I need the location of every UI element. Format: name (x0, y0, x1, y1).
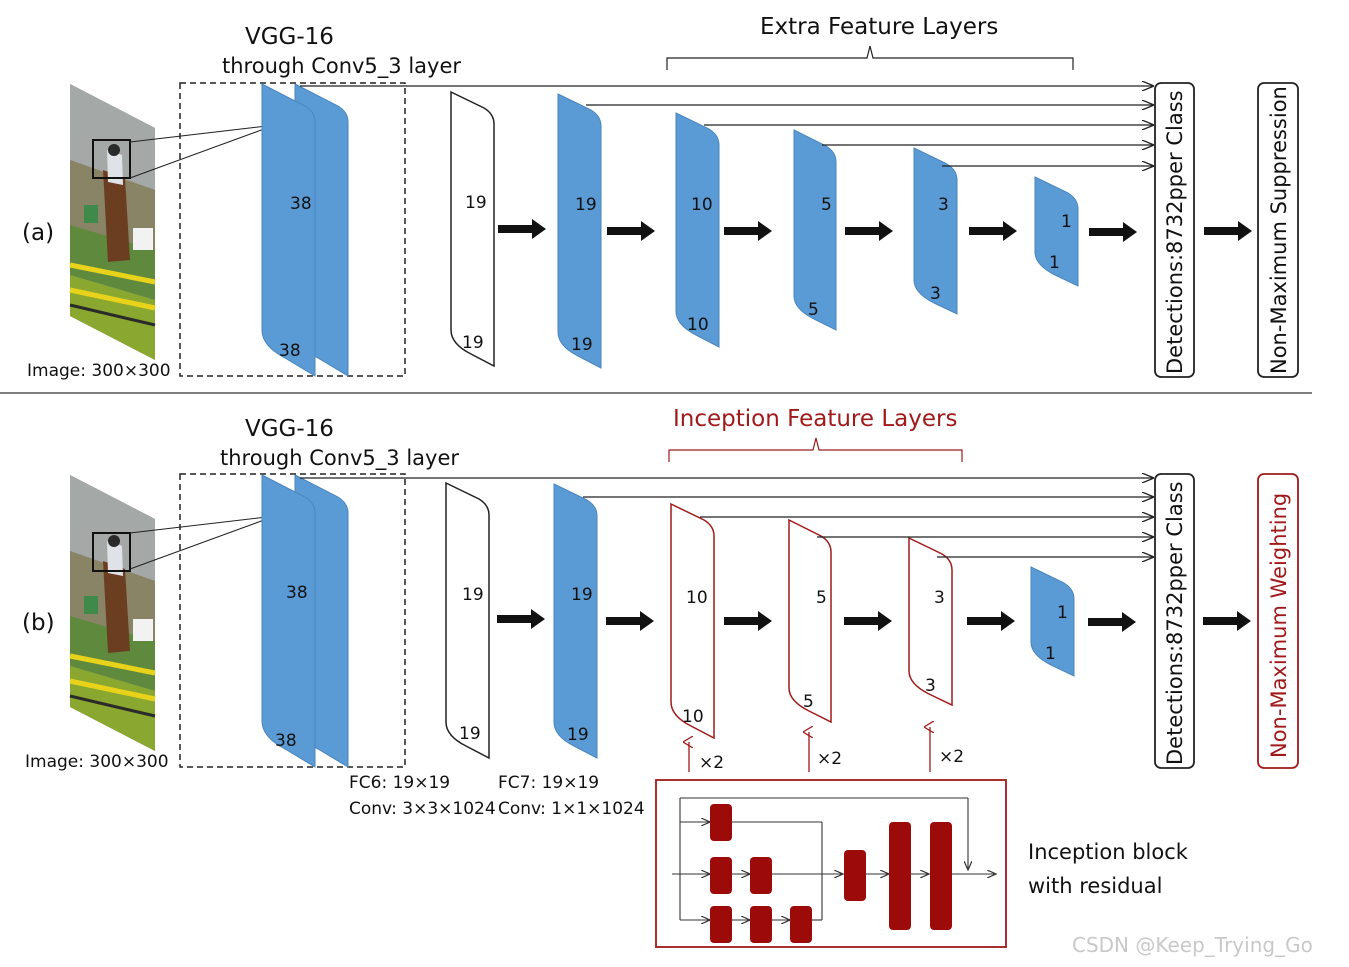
fc7-layer-b (553, 483, 598, 759)
inception-block-diagram (655, 779, 1007, 948)
extra-layer-3-a (913, 147, 958, 315)
inception-layers-title-b: Inception Feature Layers (673, 406, 957, 432)
nmw-box-b (1257, 473, 1299, 769)
inception-block-frame (655, 779, 1007, 948)
vgg-feature-map-b (261, 474, 316, 768)
vgg-subtitle-a: through Conv5_3 layer (222, 54, 461, 79)
nms-label-a: Non-Maximum Suppression (1267, 86, 1291, 374)
flow-arrows-a (498, 219, 1252, 242)
repeat-arrows-b (689, 727, 930, 772)
repeat-label-3-b: ×2 (939, 747, 964, 767)
extra-layer-1-bottom-b: 1 (1045, 644, 1056, 664)
inception-layer-3-top-b: 3 (934, 588, 945, 608)
repeat-label-2-b: ×2 (817, 749, 842, 769)
vgg-size-top-a: 38 (290, 194, 312, 214)
conv-block-3x3-b (750, 857, 772, 894)
fc7-layer-a (557, 93, 602, 369)
fc7-size-top-a: 19 (575, 195, 597, 215)
inception-caption-1: Inception block (1028, 840, 1189, 864)
detection-links-b (300, 478, 1153, 557)
extra-layer-1-b (1030, 566, 1075, 677)
fc6-size-top-b: 19 (462, 585, 484, 605)
inception-layer-10-b (670, 502, 715, 740)
inception-layer-5-top-b: 5 (816, 588, 827, 608)
extra-layer-10-a (675, 112, 720, 348)
extra-layers-bracket-a (666, 45, 1074, 70)
repeat-label-1-b: ×2 (699, 753, 724, 773)
conv-block-3x3-c1 (750, 906, 772, 943)
concat-block (844, 850, 866, 901)
extra-layer-5-bottom-a: 5 (808, 300, 819, 320)
fc7-caption-2-b: Conv: 1×1×1024 (498, 799, 645, 819)
fc6-size-top-a: 19 (465, 193, 487, 213)
detections-box-a (1154, 82, 1195, 378)
conv-block-tall-2 (930, 822, 952, 930)
extra-layer-1-a (1034, 176, 1079, 287)
conv-block-1x1-c (710, 906, 732, 943)
conv-block-3x3-c2 (790, 906, 812, 943)
extra-layer-5-top-a: 5 (821, 195, 832, 215)
flow-arrows-b (497, 609, 1251, 632)
extra-layers-title-a: Extra Feature Layers (760, 14, 998, 40)
conv-block-tall-1 (889, 822, 911, 930)
conv-block-1x1-b (710, 857, 732, 894)
vgg-feature-map-a (261, 83, 316, 377)
inception-layer-5-bottom-b: 5 (803, 692, 814, 712)
inception-layer-10-bottom-b: 10 (682, 707, 704, 727)
detection-links-a (300, 86, 1153, 166)
fc6-caption-2-b: Conv: 3×3×1024 (349, 799, 496, 819)
image-size-label-b: Image: 300×300 (25, 752, 169, 772)
nms-box-a (1257, 82, 1299, 378)
vgg-size-bottom-a: 38 (279, 341, 301, 361)
extra-layer-5-a (793, 129, 837, 331)
watermark: CSDN @Keep_Trying_Go (1072, 933, 1313, 957)
fc7-size-top-b: 19 (571, 585, 593, 605)
vgg-size-bottom-b: 38 (275, 731, 297, 751)
input-image-b (69, 475, 156, 751)
fc7-size-bottom-b: 19 (567, 725, 589, 745)
inception-layer-5-b (788, 518, 832, 724)
nmw-label-b: Non-Maximum Weighting (1267, 493, 1291, 758)
input-image-a (69, 84, 156, 360)
fc6-size-bottom-b: 19 (459, 724, 481, 744)
fc7-size-bottom-a: 19 (571, 335, 593, 355)
inception-caption-2: with residual (1028, 874, 1162, 898)
extra-layer-1-bottom-a: 1 (1049, 253, 1060, 273)
extra-layer-3-top-a: 3 (938, 195, 949, 215)
inception-layer-10-top-b: 10 (686, 588, 708, 608)
vgg-size-top-b: 38 (286, 583, 308, 603)
vgg-box-a (179, 82, 406, 377)
vgg-title-b: VGG-16 (245, 416, 334, 442)
detections-label-b: Detections:8732pper Class (1163, 481, 1187, 765)
vgg-title-a: VGG-16 (245, 24, 334, 50)
panel-b-tag: (b) (22, 610, 55, 636)
extra-layer-1-top-a: 1 (1061, 212, 1072, 232)
panel-a: (a) Image: 300×300 VGG-16 through Conv5_… (22, 14, 1299, 381)
fc6-layer-b (445, 481, 490, 760)
extra-layer-10-top-a: 10 (691, 195, 713, 215)
fc6-size-bottom-a: 19 (462, 333, 484, 353)
vgg-subtitle-b: through Conv5_3 layer (220, 446, 459, 471)
image-size-label-a: Image: 300×300 (27, 361, 171, 381)
conv-block-1x1-a (710, 804, 732, 841)
panel-a-tag: (a) (22, 220, 54, 246)
inception-layers-bracket-b (668, 437, 963, 462)
extra-layer-10-bottom-a: 10 (687, 315, 709, 335)
fc6-caption-1-b: FC6: 19×19 (349, 773, 450, 793)
panel-b: (b) Image: 300×300 VGG-16 through Conv5_… (22, 406, 1299, 948)
fc7-caption-1-b: FC7: 19×19 (498, 773, 599, 793)
detections-label-a: Detections:8732pper Class (1163, 90, 1187, 374)
inception-layer-3-bottom-b: 3 (925, 676, 936, 696)
vgg-box-b (179, 473, 406, 768)
extra-layer-3-bottom-a: 3 (930, 284, 941, 304)
detections-box-b (1154, 473, 1195, 769)
fc6-layer-a (450, 90, 495, 368)
extra-layer-1-top-b: 1 (1057, 603, 1068, 623)
